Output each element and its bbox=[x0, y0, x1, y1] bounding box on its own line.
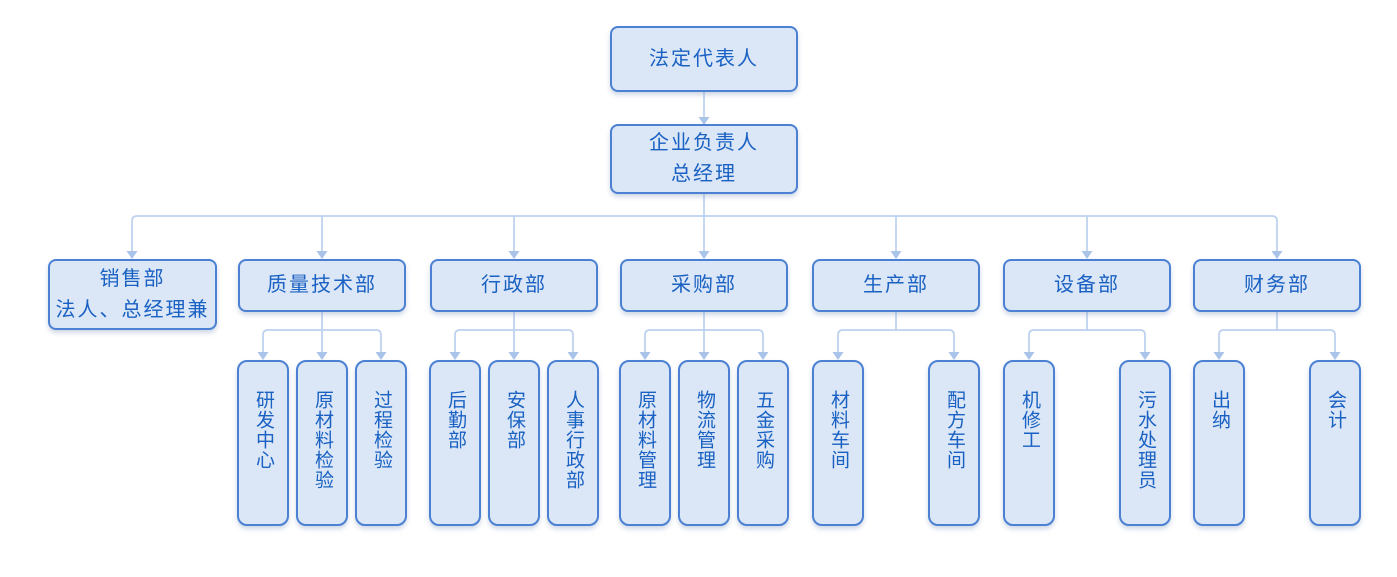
org-node-hr-admin-dept: 人事行政部 bbox=[547, 360, 599, 526]
connector-production-children bbox=[837, 312, 955, 353]
node-label: 财务部 bbox=[1244, 274, 1310, 296]
org-node-admin-dept: 行政部 bbox=[430, 259, 598, 312]
node-label: 采购部 bbox=[671, 274, 737, 296]
org-node-accountant: 会计 bbox=[1309, 360, 1361, 526]
org-node-production-dept: 生产部 bbox=[812, 259, 980, 312]
org-node-security-dept: 安保部 bbox=[488, 360, 540, 526]
connector-purchasing-children bbox=[644, 312, 764, 353]
org-node-general-manager: 企业负责人 总经理 bbox=[610, 124, 798, 194]
org-node-raw-material-inspection: 原材料检验 bbox=[296, 360, 348, 526]
org-node-process-inspection: 过程检验 bbox=[355, 360, 407, 526]
org-node-logistics-management: 物流管理 bbox=[678, 360, 730, 526]
org-node-purchasing-dept: 采购部 bbox=[620, 259, 788, 312]
node-label: 设备部 bbox=[1054, 274, 1120, 296]
org-node-machine-repairman: 机修工 bbox=[1003, 360, 1055, 526]
connector-admin-children bbox=[454, 312, 574, 353]
org-node-formula-workshop: 配方车间 bbox=[928, 360, 980, 526]
org-node-quality-tech-dept: 质量技术部 bbox=[238, 259, 406, 312]
org-node-cashier: 出纳 bbox=[1193, 360, 1245, 526]
org-node-hardware-purchasing: 五金采购 bbox=[737, 360, 789, 526]
node-label: 质量技术部 bbox=[267, 274, 377, 296]
org-node-finance-dept: 财务部 bbox=[1193, 259, 1361, 312]
connector-equipment-children bbox=[1028, 312, 1146, 353]
org-node-raw-material-management: 原材料管理 bbox=[619, 360, 671, 526]
connector-finance-children bbox=[1218, 312, 1336, 353]
node-label: 法定代表人 bbox=[649, 47, 759, 70]
org-node-logistics-dept: 后勤部 bbox=[429, 360, 481, 526]
connector-arrowheads bbox=[126, 117, 1341, 360]
org-node-sales-dept: 销售部 法人、总经理兼 bbox=[48, 259, 217, 330]
org-node-legal-representative: 法定代表人 bbox=[610, 26, 798, 92]
org-node-material-workshop: 材料车间 bbox=[812, 360, 864, 526]
node-label: 行政部 bbox=[481, 274, 547, 296]
node-label-line1: 销售部 bbox=[99, 267, 166, 290]
org-node-sewage-treatment-operator: 污水处理员 bbox=[1119, 360, 1171, 526]
node-label-line2: 总经理 bbox=[671, 163, 737, 185]
connector-dept-drops bbox=[321, 216, 1088, 252]
node-label-line2: 法人、总经理兼 bbox=[55, 298, 210, 321]
org-node-equipment-dept: 设备部 bbox=[1003, 259, 1171, 312]
org-node-rd-center: 研发中心 bbox=[237, 360, 289, 526]
node-label: 生产部 bbox=[863, 274, 929, 296]
connector-quality-children bbox=[262, 312, 382, 353]
node-label-line1: 企业负责人 bbox=[649, 132, 759, 154]
